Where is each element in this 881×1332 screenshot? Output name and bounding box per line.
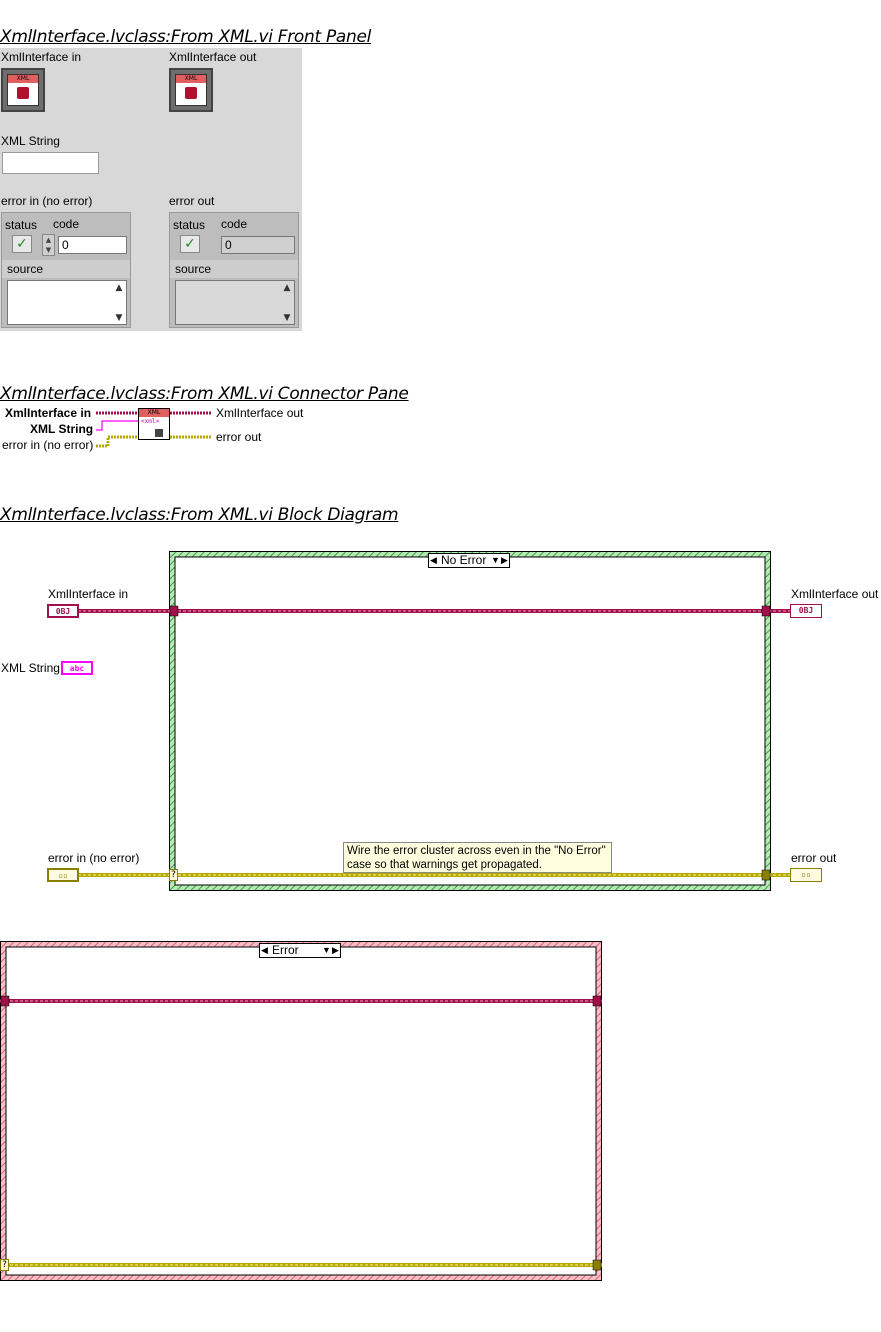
cube-icon [185,87,197,99]
cp-xml-interface-in-label: XmlInterface in [5,406,92,420]
case-selector-terminal[interactable]: ? [169,869,178,881]
increment-arrow-icon[interactable]: ▶ [501,555,508,565]
bd-xml-string-label: XML String [1,661,60,675]
bd-xml-interface-in-label: XmlInterface in [48,587,129,601]
cp-error-wire-in [96,435,138,448]
bd-error-out-label: error out [791,851,837,865]
decrement-arrow-icon[interactable]: ◀ [261,945,268,955]
decrement-arrow-icon[interactable]: ◀ [430,555,437,565]
error-case-class-tunnel-in [0,995,10,1007]
error-tunnel-out [761,869,771,881]
source-output: ▲▼ [175,280,295,325]
code-increment-decrement-icon[interactable]: ▲▼ [42,234,55,256]
error-out-label: error out [169,194,215,208]
case-label: No Error [441,553,487,567]
source-scrollbar[interactable]: ▲▼ [115,283,123,323]
error-in-terminal[interactable]: ▫▫ [47,868,79,882]
xml-string-label: XML String [1,134,60,148]
case-structure-error[interactable] [0,941,603,1282]
xml-string-control[interactable] [2,152,99,174]
block-diagram-wires [78,605,790,881]
code-output: 0 [221,236,295,254]
status-label: status [173,218,206,232]
connector-pane-title: XmlInterface.lvclass:From XML.vi Connect… [0,384,409,404]
xml-interface-in-label: XmlInterface in [1,50,82,64]
cube-icon [17,87,29,99]
xml-icon-header: XML [176,75,206,83]
source-header [2,260,130,278]
increment-arrow-icon[interactable]: ▶ [332,945,339,955]
class-tunnel-out [761,605,771,617]
code-label: code [221,217,248,231]
dropdown-arrow-icon[interactable]: ▼ [322,945,331,955]
cube-icon [155,429,163,437]
xml-string-terminal[interactable]: abc [61,661,93,675]
xml-interface-in-terminal[interactable]: 0BJ [47,604,79,618]
error-out-cluster: status code ✓ 0 source ▲▼ [169,212,299,328]
code-label: code [53,217,80,231]
error-case-error-tunnel-out [592,1259,602,1271]
free-label-comment: Wire the error cluster across even in th… [343,842,612,873]
cp-xml-string-label: XML String [30,422,94,436]
case-label: Error [272,943,299,957]
error-in-label: error in (no error) [1,194,93,208]
cp-string-wire [96,420,140,431]
code-input[interactable]: 0 [58,236,127,254]
case-selector-error[interactable]: ◀ Error ▼ ▶ [259,943,341,958]
connector-pane-wires [96,411,212,448]
xml-interface-out-label: XmlInterface out [169,50,257,64]
block-diagram-title: XmlInterface.lvclass:From XML.vi Block D… [0,505,399,525]
front-panel-title: XmlInterface.lvclass:From XML.vi Front P… [0,27,372,47]
xml-interface-out-terminal[interactable]: 0BJ [790,604,822,618]
cp-error-in-label: error in (no error) [2,438,94,452]
source-label: source [7,262,44,276]
error-case-selector-terminal[interactable]: ? [0,1259,9,1271]
xml-icon-header: XML [139,409,169,417]
source-label: source [175,262,212,276]
error-case-class-tunnel-out [592,995,602,1007]
xml-icon-body: <xml> [141,418,160,425]
source-header [170,260,298,278]
class-object-icon: XML [7,74,39,106]
xml-icon-header: XML [8,75,38,83]
source-scrollbar[interactable]: ▲▼ [283,283,291,323]
source-input[interactable]: ▲▼ [7,280,127,325]
class-tunnel-in [169,605,179,617]
cp-xml-interface-out-label: XmlInterface out [216,406,304,420]
bd-xml-interface-out-label: XmlInterface out [791,587,879,601]
class-object-icon: XML [175,74,207,106]
bd-error-in-label: error in (no error) [48,851,140,865]
from-xml-vi-icon[interactable]: XML <xml> [138,408,170,440]
status-label: status [5,218,38,232]
xml-interface-out-indicator[interactable]: XML [169,68,213,112]
dropdown-arrow-icon[interactable]: ▼ [491,555,500,565]
error-in-cluster: status code ✓ ▲▼ 0 source ▲▼ [1,212,131,328]
status-checkmark-icon: ✓ [180,235,200,253]
xml-interface-in-control[interactable]: XML [1,68,45,112]
case-selector-no-error[interactable]: ◀ No Error ▼ ▶ [428,553,510,568]
error-out-terminal[interactable]: ▫▫ [790,868,822,882]
cp-error-out-label: error out [216,430,262,444]
status-checkmark-icon[interactable]: ✓ [12,235,32,253]
